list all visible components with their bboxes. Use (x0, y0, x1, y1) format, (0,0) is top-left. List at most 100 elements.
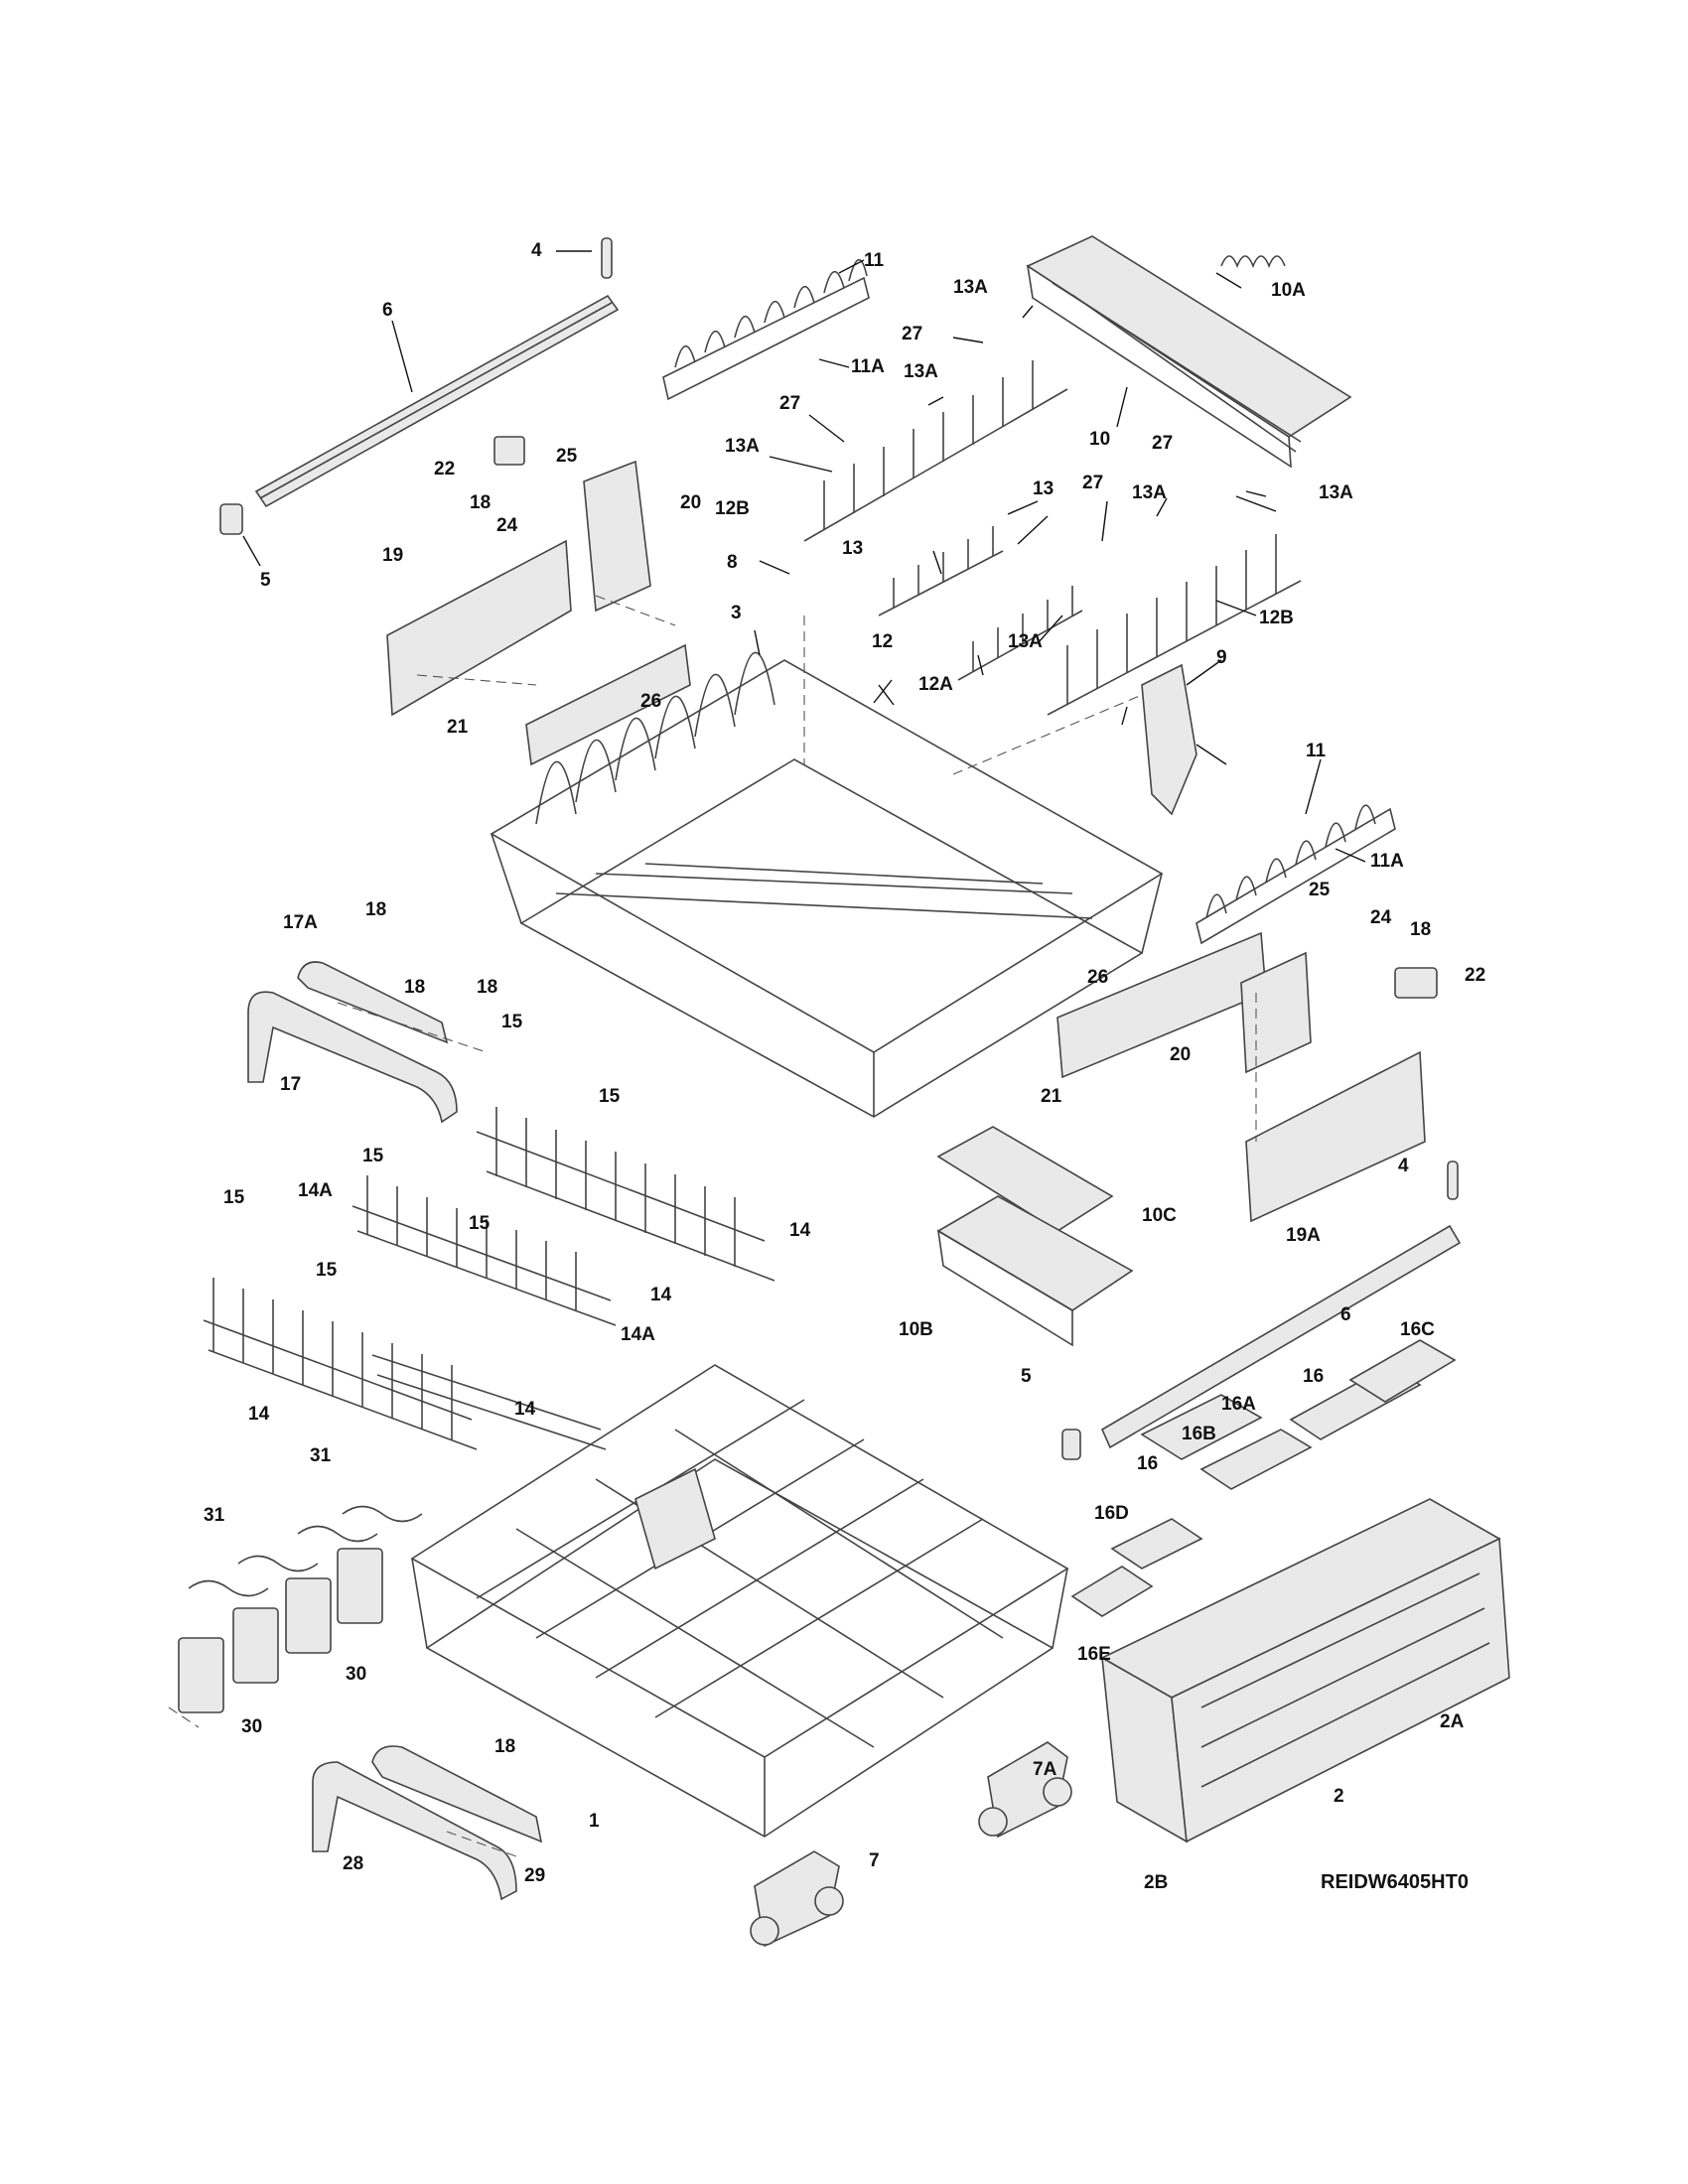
upper-rack-handle (247, 961, 458, 1124)
lower-rack-wheels (750, 1741, 1072, 1948)
callout-31: 31 (310, 1445, 332, 1466)
callout-18: 18 (470, 492, 491, 513)
callout-22: 22 (434, 459, 455, 479)
callout-15: 15 (501, 1012, 523, 1032)
callout-16: 16 (1303, 1366, 1324, 1387)
callout-9: 9 (1216, 647, 1227, 668)
callout-27: 27 (902, 324, 922, 344)
callout-17: 17 (280, 1074, 301, 1095)
callout-10A: 10A (1271, 280, 1306, 301)
callout-4: 4 (531, 240, 542, 261)
callout-24: 24 (496, 515, 518, 536)
callout-2A: 2A (1440, 1711, 1465, 1732)
callout-18: 18 (477, 977, 497, 998)
callout-13A: 13A (1132, 482, 1167, 503)
rack-adjuster-right (1056, 931, 1438, 1223)
callout-18: 18 (494, 1736, 515, 1757)
utensil-basket-lower (1100, 1498, 1510, 1843)
callout-15: 15 (223, 1187, 245, 1208)
callout-14A: 14A (621, 1324, 655, 1345)
callout-11A: 11A (1370, 851, 1404, 872)
callout-20: 20 (680, 492, 701, 513)
callout-18: 18 (1410, 919, 1431, 940)
callout-24: 24 (1370, 907, 1392, 928)
callout-10: 10 (1089, 429, 1110, 450)
callout-11A: 11A (851, 356, 885, 377)
callout-13: 13 (842, 538, 863, 559)
callout-18: 18 (365, 899, 386, 920)
callout-17A: 17A (283, 912, 318, 933)
callout-14A: 14A (298, 1180, 333, 1201)
callout-25: 25 (1309, 880, 1331, 900)
callout-20: 20 (1170, 1044, 1191, 1065)
callout-26: 26 (1087, 967, 1108, 988)
callout-14: 14 (650, 1285, 672, 1305)
callout-7: 7 (869, 1850, 880, 1871)
callout-labels: 4 6 5 11 11A 10A 10 13A 27 13A 27 13A 22… (204, 240, 1485, 1893)
callout-19A: 19A (1286, 1225, 1321, 1246)
callout-3: 3 (731, 603, 742, 623)
callout-19: 19 (382, 545, 403, 566)
drawing-code: REIDW6405HT0 (1321, 1871, 1469, 1893)
upper-rail-right (1061, 1160, 1462, 1460)
callout-12A: 12A (918, 674, 953, 695)
callout-13A: 13A (904, 361, 938, 382)
callout-25: 25 (556, 446, 578, 467)
callout-15: 15 (362, 1146, 384, 1166)
tine-rows-12B (803, 360, 1302, 716)
callout-6: 6 (1340, 1304, 1351, 1325)
tine-rows-12 (878, 526, 1083, 681)
upper-rack (490, 651, 1164, 1118)
callout-29: 29 (524, 1865, 545, 1886)
rack-adjuster-left (386, 436, 691, 766)
callout-11: 11 (864, 250, 885, 271)
callout-16E: 16E (1077, 1644, 1111, 1665)
small-utensil-basket (936, 1126, 1134, 1347)
lower-rack-handle (312, 1745, 543, 1901)
callout-28: 28 (343, 1853, 363, 1874)
alignment-lines (168, 595, 1257, 1857)
upper-rail-left (219, 237, 620, 535)
callout-16B: 16B (1182, 1424, 1216, 1444)
callout-7A: 7A (1033, 1759, 1057, 1780)
callout-12B: 12B (1259, 608, 1294, 628)
callout-22: 22 (1465, 965, 1485, 986)
callout-14: 14 (789, 1220, 811, 1241)
callout-6: 6 (382, 300, 393, 321)
callout-2: 2 (1334, 1786, 1344, 1807)
leader-lines (242, 250, 1366, 863)
callout-15: 15 (316, 1260, 338, 1281)
callout-27: 27 (1082, 473, 1103, 493)
callout-21: 21 (447, 717, 469, 738)
callout-26: 26 (640, 691, 661, 712)
lower-tine-rows (203, 1107, 775, 1450)
callout-5: 5 (260, 570, 271, 591)
callout-21: 21 (1041, 1086, 1062, 1107)
callout-16D: 16D (1094, 1503, 1129, 1524)
callout-31: 31 (204, 1505, 225, 1526)
callout-10B: 10B (899, 1319, 933, 1340)
callout-13A: 13A (1319, 482, 1353, 503)
callout-18: 18 (404, 977, 425, 998)
callout-10C: 10C (1142, 1205, 1177, 1226)
callout-27: 27 (779, 393, 800, 414)
callout-13: 13 (1033, 478, 1054, 499)
callout-13A: 13A (725, 436, 760, 457)
lower-rack (410, 1364, 1069, 1838)
callout-14: 14 (514, 1399, 536, 1420)
callout-1: 1 (589, 1811, 600, 1832)
callout-16A: 16A (1221, 1394, 1256, 1415)
callout-12B: 12B (715, 498, 750, 519)
callout-5: 5 (1021, 1366, 1032, 1387)
callout-15: 15 (599, 1086, 621, 1107)
rack-shroud (1141, 663, 1197, 816)
callout-13A: 13A (1008, 631, 1043, 652)
callout-16: 16 (1137, 1453, 1158, 1474)
cup-shelf-tines-right (1196, 804, 1396, 945)
callout-8: 8 (727, 552, 738, 573)
callout-27: 27 (1152, 433, 1173, 454)
callout-11: 11 (1306, 741, 1327, 761)
callout-4: 4 (1398, 1156, 1409, 1176)
tine-clips (178, 1505, 423, 1713)
